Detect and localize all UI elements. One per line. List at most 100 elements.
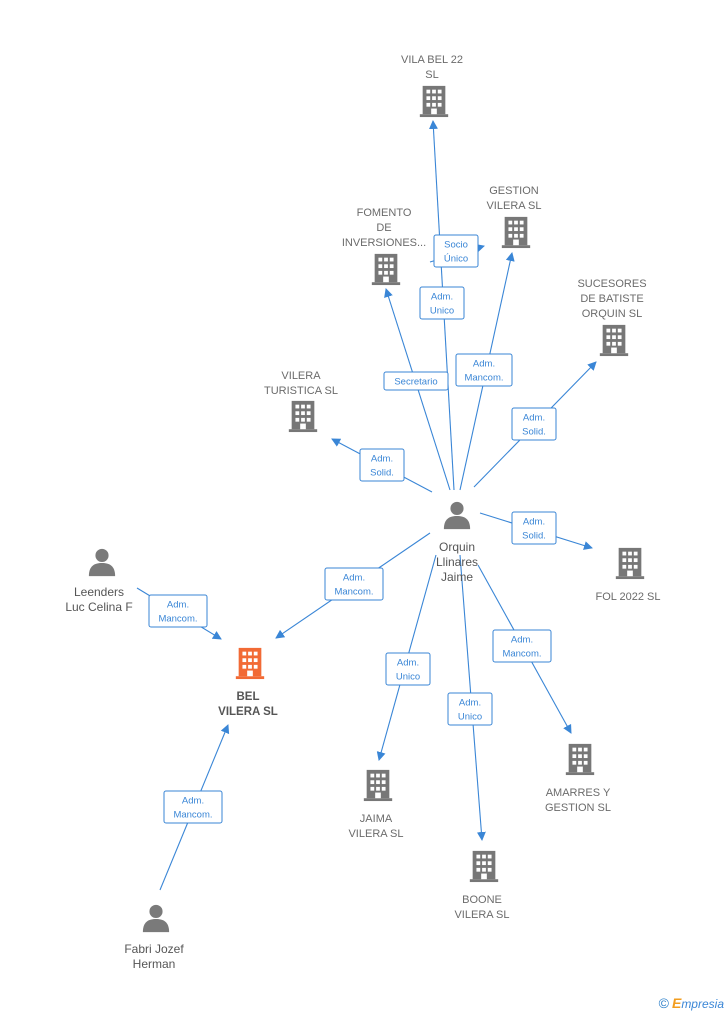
- edge-label-text: Adm.: [182, 796, 204, 807]
- edge-label-box: [324, 567, 384, 601]
- edge-orquin-to-fomento: Secretario: [383, 288, 451, 491]
- edge-label-text: Mancom.: [158, 614, 197, 625]
- node-label: FOMENTO: [357, 207, 412, 219]
- node-label: Llinares: [436, 555, 478, 569]
- edge-fabri-to-bel_vilera: Adm. Mancom.: [159, 724, 230, 891]
- edge-label-text: Mancom.: [502, 649, 541, 660]
- node-label: FOL 2022 SL: [595, 591, 660, 603]
- edge-label-text: Adm.: [397, 658, 419, 669]
- building-icon: [363, 769, 393, 802]
- node-boone[interactable]: BOONE VILERA SL: [454, 850, 510, 921]
- edge-label-text: Mancom.: [173, 810, 212, 821]
- edge-label-box: [148, 594, 208, 628]
- copyright-icon: ©: [658, 995, 669, 1011]
- node-vila_bel[interactable]: VILA BEL 22 SL: [401, 54, 463, 118]
- person-icon: [88, 548, 116, 577]
- node-label: GESTION SL: [545, 802, 611, 814]
- node-fomento[interactable]: FOMENTO DE INVERSIONES...: [342, 207, 426, 286]
- node-label: DE: [376, 222, 391, 234]
- edge-label-box: [492, 629, 552, 663]
- node-bel_vilera[interactable]: BEL VILERA SL: [218, 647, 278, 718]
- building-icon: [501, 216, 531, 249]
- edge-label-text: Adm.: [511, 635, 533, 646]
- node-jaima[interactable]: JAIMA VILERA SL: [348, 769, 404, 840]
- edge-label-text: Único: [444, 254, 468, 265]
- person-icon: [142, 904, 170, 933]
- node-label: AMARRES Y: [546, 787, 611, 799]
- edge-label-text: Solid.: [522, 531, 546, 542]
- edge-orquin-to-vilera_turistica: Adm.Solid.: [331, 438, 433, 493]
- node-gestion_vilera[interactable]: GESTION VILERA SL: [486, 185, 542, 249]
- node-label: VILERA: [281, 370, 321, 382]
- building-icon: [288, 400, 318, 433]
- edge-orquin-to-vila_bel: Adm. Unico: [419, 120, 465, 491]
- edge-orquin-to-amarres: Adm. Mancom.: [477, 564, 572, 734]
- node-label: VILA BEL 22: [401, 54, 463, 66]
- edge-label-text: Solid.: [522, 427, 546, 438]
- node-label: VILERA SL: [486, 200, 541, 212]
- edge-label-box: [447, 692, 493, 726]
- edge-label-box: [419, 286, 465, 320]
- node-label: BEL: [237, 691, 260, 703]
- edge-orquin-to-fol2022: Adm. Solid.: [479, 511, 593, 550]
- node-label: VILERA SL: [218, 706, 278, 718]
- edge-label-text: Unico: [458, 712, 482, 723]
- node-label: BOONE: [462, 894, 502, 906]
- edge-label-text: Unico: [430, 306, 454, 317]
- node-label: GESTION: [489, 185, 539, 197]
- building-icon: [599, 324, 629, 357]
- node-label: SL: [425, 69, 438, 81]
- node-label: Herman: [133, 957, 176, 971]
- node-vilera_turistica[interactable]: VILERA TURISTICA SL: [264, 370, 338, 433]
- empresia-watermark: ©Empresia: [659, 995, 724, 1011]
- edge-label-text: Secretario: [394, 377, 437, 388]
- edge-orquin-to-boone: Adm. Unico: [447, 554, 493, 841]
- edge-label-text: Adm.: [371, 454, 393, 465]
- node-amarres[interactable]: AMARRES Y GESTION SL: [545, 743, 611, 814]
- edge-orquin-to-gestion_vilera: Adm.Mancom.: [455, 252, 515, 491]
- edges-layer: Adm.UnicoSocioÚnicoAdm.Mancom.Secretario…: [136, 120, 597, 891]
- node-label: VILERA SL: [348, 828, 403, 840]
- node-label: ORQUIN SL: [582, 308, 643, 320]
- node-label: Fabri Jozef: [124, 942, 184, 956]
- person-icon: [443, 501, 471, 530]
- node-label: TURISTICA SL: [264, 385, 338, 397]
- edge-label-text: Adm.: [459, 698, 481, 709]
- building-icon: [615, 547, 645, 580]
- edge-label-box: [455, 353, 513, 387]
- edge-label-box: [511, 407, 557, 441]
- edge-orquin-to-bel_vilera: Adm. Mancom.: [275, 532, 431, 639]
- node-fol2022[interactable]: FOL 2022 SL: [595, 547, 661, 603]
- node-sucesores[interactable]: SUCESORES DE BATISTE ORQUIN SL: [577, 278, 647, 357]
- node-label: VILERA SL: [454, 909, 509, 921]
- edge-label-box: [511, 511, 557, 545]
- node-label: SUCESORES: [577, 278, 646, 290]
- edge-orquin-to-sucesores: Adm. Solid.: [473, 361, 597, 488]
- node-label: Orquin: [439, 540, 475, 554]
- edge-label-text: Adm.: [167, 600, 189, 611]
- edge-label-text: Adm.: [431, 292, 453, 303]
- edge-label-text: Socio: [444, 240, 468, 251]
- brand-initial: E: [671, 995, 682, 1011]
- edge-label-box: [383, 371, 449, 391]
- edge-label-text: Unico: [396, 672, 420, 683]
- edge-label-text: Mancom.: [464, 373, 503, 384]
- building-icon: [235, 647, 265, 680]
- building-icon: [565, 743, 595, 776]
- node-label: DE BATISTE: [580, 293, 643, 305]
- node-label: JAIMA: [360, 813, 393, 825]
- brand-name: mpresia: [681, 997, 724, 1011]
- edge-label-text: Mancom.: [334, 587, 373, 598]
- edge-label-text: Adm.: [523, 517, 545, 528]
- edge-leenders-to-bel_vilera: Adm. Mancom.: [136, 587, 222, 640]
- node-label: Luc Celina F: [65, 600, 132, 614]
- edge-label-text: Adm.: [523, 413, 545, 424]
- node-label: INVERSIONES...: [342, 237, 426, 249]
- node-label: Jaime: [441, 570, 473, 584]
- edge-label-text: Adm.: [343, 573, 365, 584]
